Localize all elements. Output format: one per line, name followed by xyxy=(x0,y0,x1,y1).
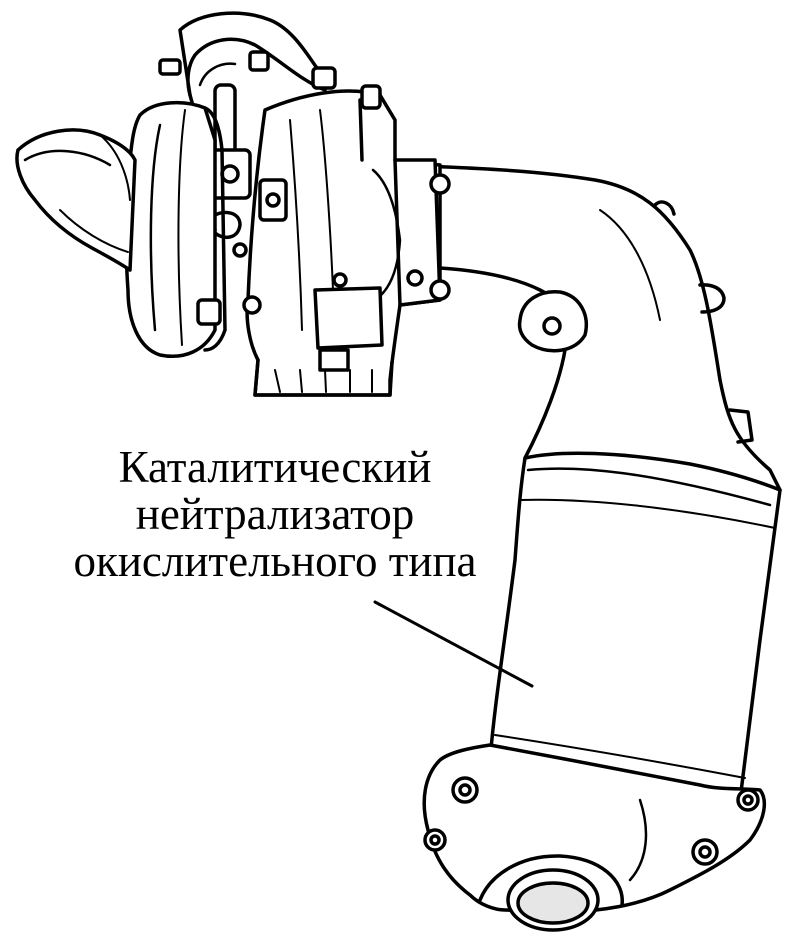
label-line-1: Каталитический xyxy=(118,442,432,492)
downpipe xyxy=(398,163,782,492)
label-line-2: нейтрализатор xyxy=(135,489,415,539)
compressor-housing xyxy=(124,100,227,358)
catalytic-converter-label: Каталитический нейтрализатор окислительн… xyxy=(40,444,510,585)
label-line-3: окислительного типа xyxy=(73,536,477,586)
callout-leader-line xyxy=(373,600,534,688)
compressor-inlet-elbow xyxy=(15,128,137,272)
turbine-housing xyxy=(232,84,451,397)
outlet-flange xyxy=(422,743,767,932)
wastegate-actuator xyxy=(158,11,337,240)
catalytic-converter-body xyxy=(488,451,782,802)
